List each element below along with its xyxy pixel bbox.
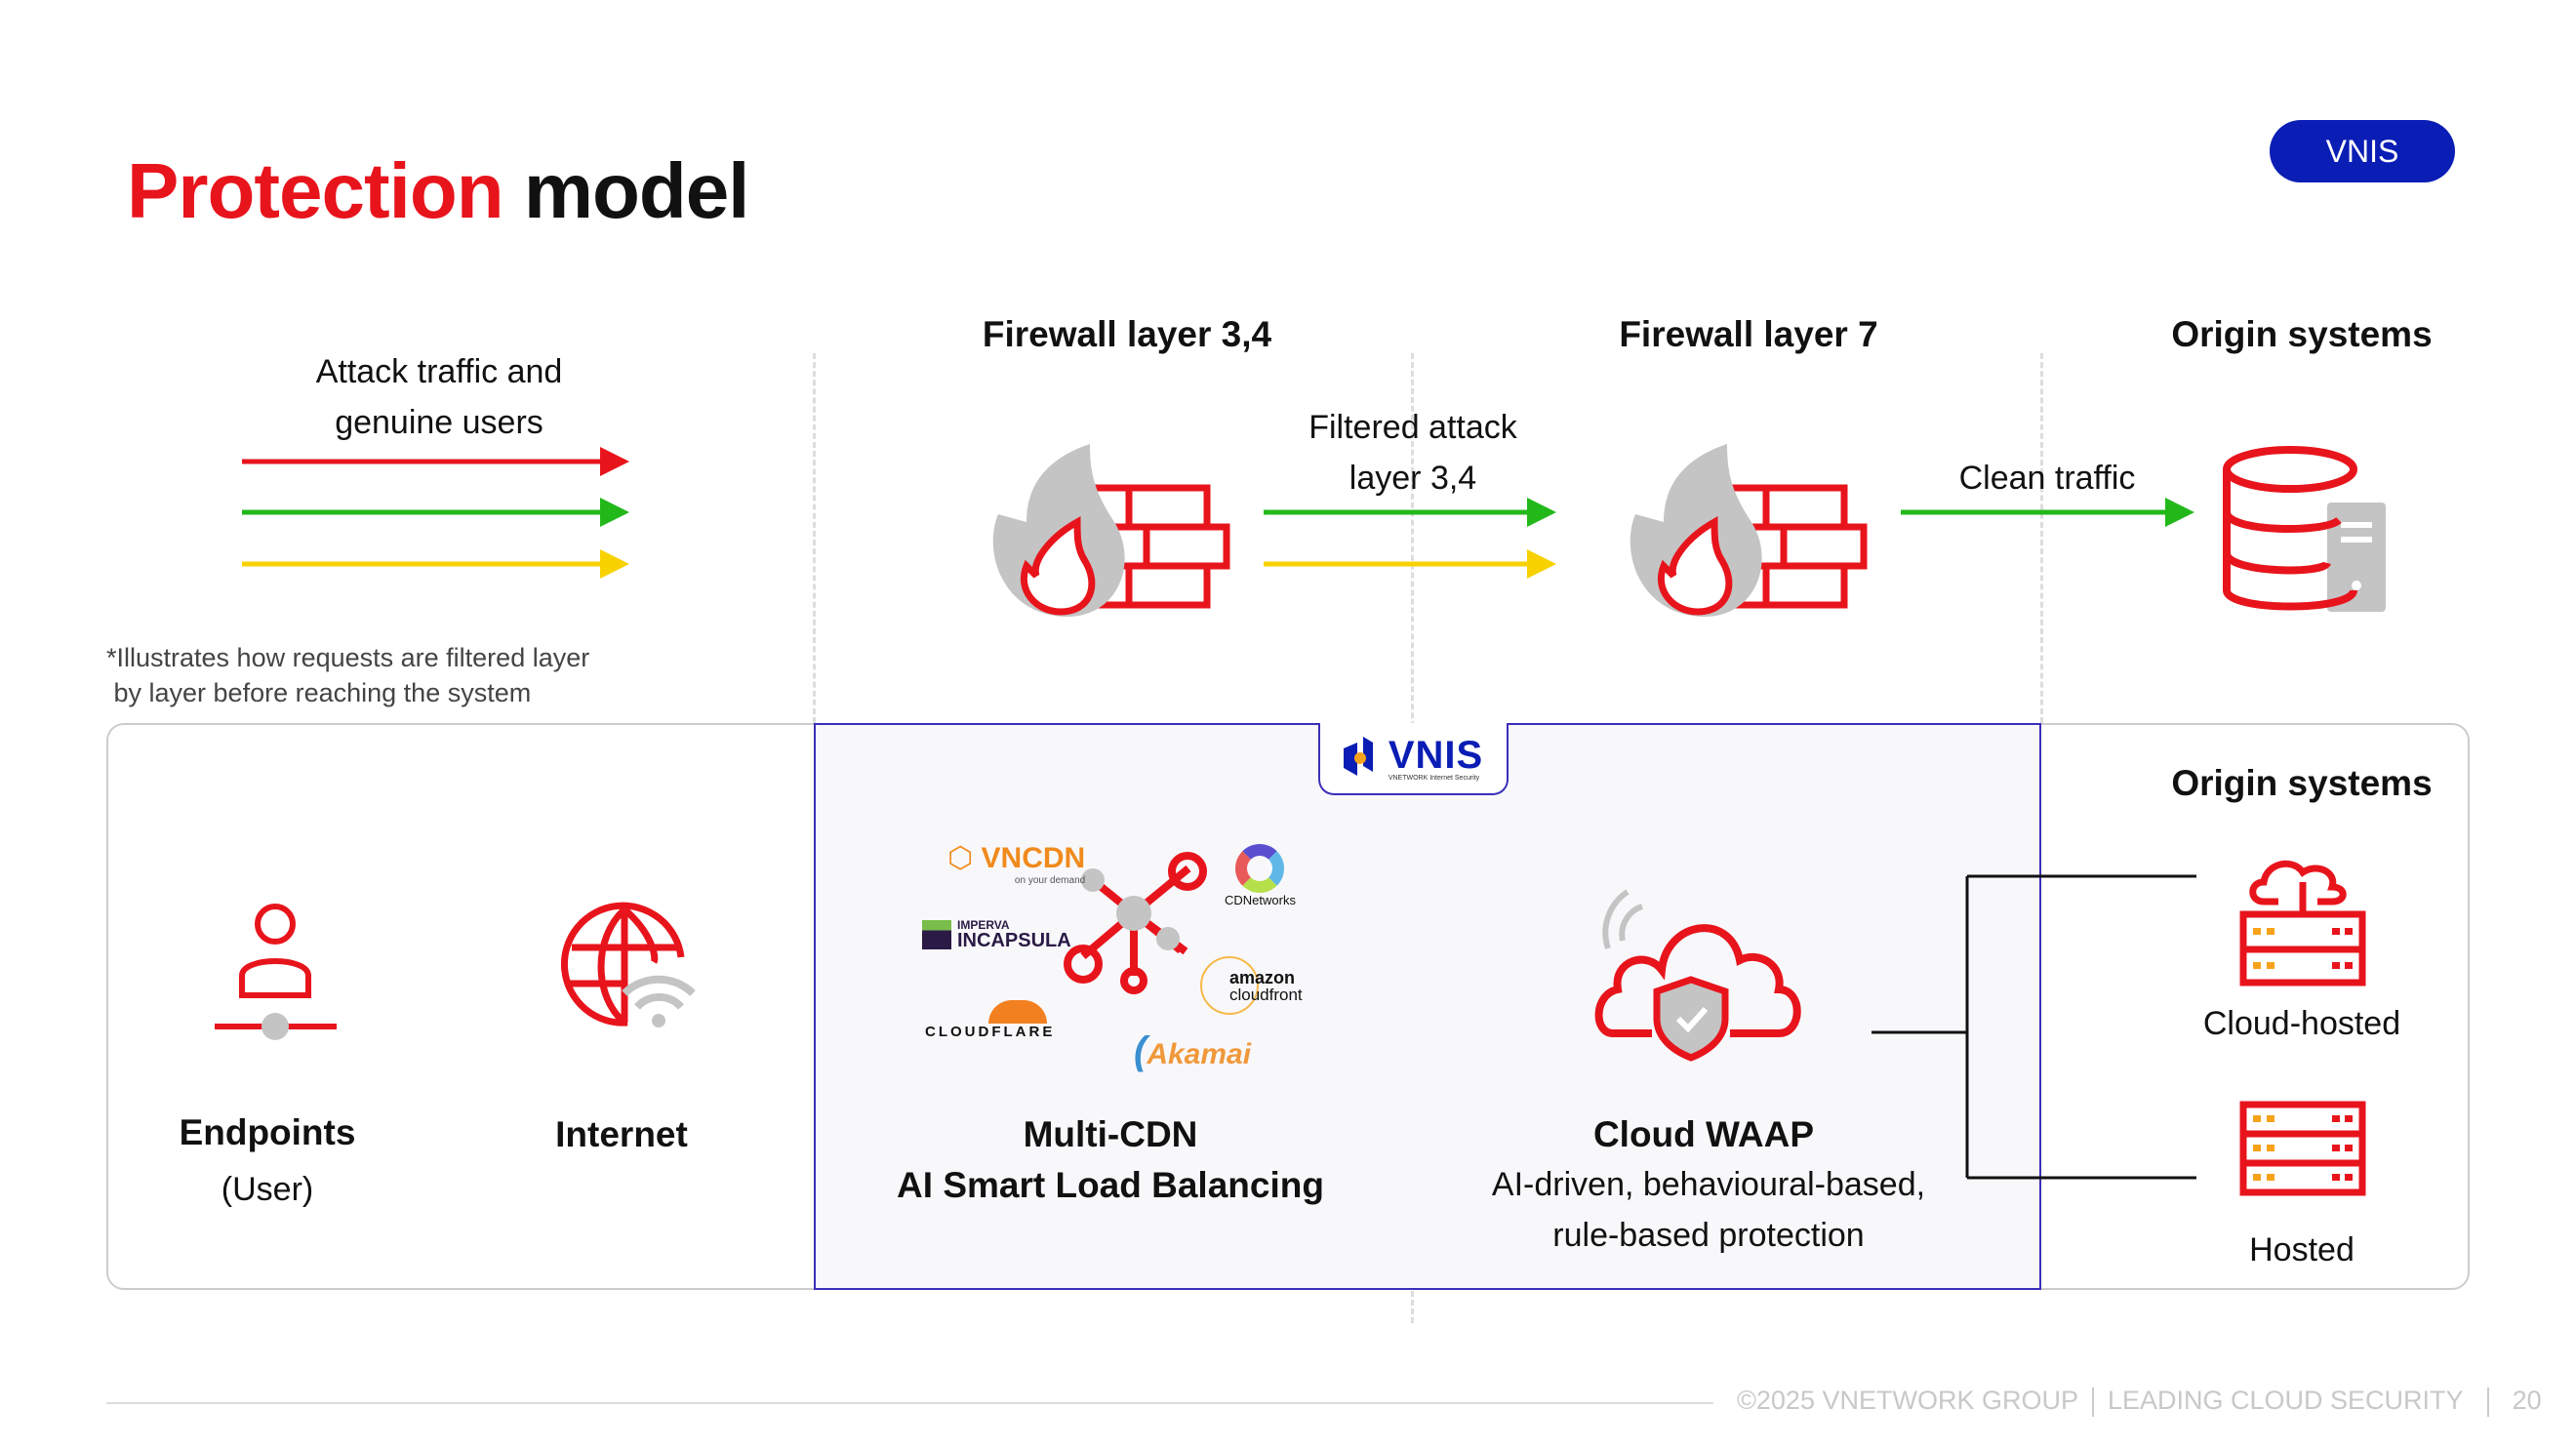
multi-cdn-label: Multi-CDN	[1023, 1114, 1198, 1154]
divider	[813, 353, 816, 723]
cloudflare-logo: CLOUDFLARE	[925, 1000, 1055, 1040]
endpoints-label: Endpoints	[179, 1112, 356, 1152]
firewall-icon	[1630, 444, 1868, 618]
page-title: Protection model	[127, 147, 749, 234]
globe-wifi-icon	[561, 902, 696, 1027]
vnis-logo-icon	[1343, 737, 1373, 776]
cdnetworks-logo: CDNetworks	[1225, 844, 1296, 907]
footnote: *Illustrates how requests are filtered l…	[106, 643, 590, 707]
footer-divider	[106, 1402, 1713, 1404]
traffic-arrows	[242, 447, 2194, 579]
firewall-34-heading: Firewall layer 3,4	[982, 314, 1272, 354]
cloud-waap-description: AI-driven, behavioural-based,rule-based …	[1491, 1166, 1926, 1254]
cloud-hosted-label: Cloud-hosted	[2202, 1005, 2401, 1042]
page-number: 20	[2512, 1386, 2542, 1415]
endpoints-sublabel: (User)	[221, 1171, 314, 1208]
load-balancer-network-icon	[1064, 852, 1207, 994]
load-balancing-label: AI Smart Load Balancing	[897, 1165, 1324, 1205]
cloud-waap-label: Cloud WAAP	[1592, 1114, 1815, 1154]
vnis-badge: VNIS	[2270, 120, 2455, 182]
divider	[2040, 353, 2043, 723]
firewall-7-heading: Firewall layer 7	[1619, 314, 1878, 354]
database-server-icon	[2223, 446, 2386, 612]
cloud-server-icon	[2239, 860, 2366, 986]
connector-lines	[1872, 874, 2196, 1180]
akamai-logo: (Akamai	[1134, 1029, 1252, 1072]
clean-traffic-label: Clean traffic	[1958, 460, 2136, 497]
origin-heading: Origin systems	[2171, 314, 2433, 354]
internet-label: Internet	[555, 1114, 688, 1154]
firewall-icon	[992, 444, 1230, 618]
server-rack-icon	[2239, 1101, 2366, 1196]
origin-systems-heading: Origin systems	[2171, 763, 2433, 803]
cloud-shield-icon	[1594, 889, 1801, 1062]
hosted-label: Hosted	[2249, 1231, 2355, 1268]
user-endpoint-icon	[215, 904, 337, 1040]
